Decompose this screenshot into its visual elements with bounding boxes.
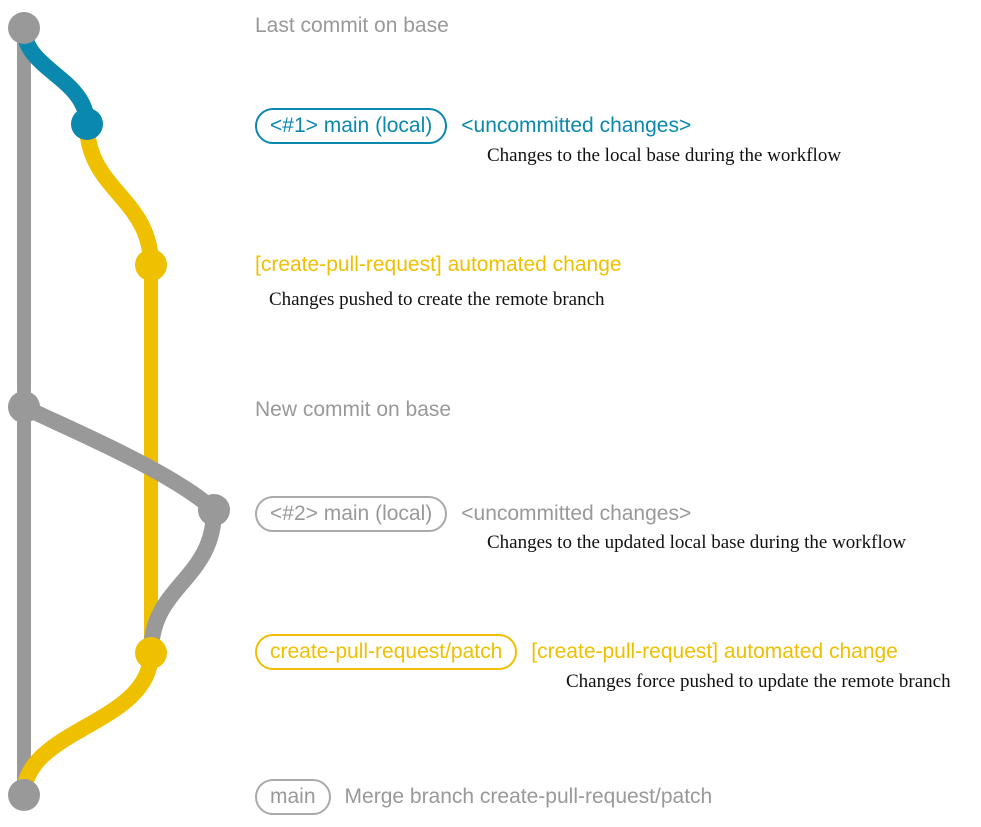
commit-subject-merge: Merge branch create-pull-request/patch: [344, 785, 713, 808]
edge-basenew-to-local2: [16, 399, 222, 518]
commit-row-local-1: <#1> main (local) <uncommitted changes>: [255, 108, 692, 145]
commit-subject-patch-1: [create-pull-request] automated change: [255, 253, 622, 276]
commit-node-local-2[interactable]: [198, 494, 230, 526]
commit-row-merge: main Merge branch create-pull-request/pa…: [255, 779, 713, 816]
commit-subject-base-head: Last commit on base: [255, 14, 449, 37]
edge-local1-to-patch1: [79, 116, 159, 273]
ref-badge-local-1[interactable]: <#1> main (local): [255, 108, 448, 145]
commit-node-patch-2[interactable]: [135, 637, 167, 669]
commit-row-local-2: <#2> main (local) <uncommitted changes>: [255, 496, 692, 533]
commit-node-local-1[interactable]: [71, 108, 103, 140]
commit-subject-base-new: New commit on base: [255, 398, 452, 421]
commit-subject-local-1: <uncommitted changes>: [461, 114, 692, 137]
commit-note-patch-1: Changes pushed to create the remote bran…: [269, 289, 605, 310]
commit-node-patch-1[interactable]: [135, 249, 167, 281]
commit-node-merge[interactable]: [8, 779, 40, 811]
ref-badge-patch-2[interactable]: create-pull-request/patch: [255, 634, 518, 671]
ref-badge-merge[interactable]: main: [255, 779, 331, 816]
commit-subject-local-2: <uncommitted changes>: [461, 502, 692, 525]
edge-local2-to-patch2: [143, 502, 222, 661]
commit-node-base-new[interactable]: [8, 391, 40, 423]
commit-note-local-2: Changes to the updated local base during…: [487, 532, 906, 553]
commit-note-local-1: Changes to the local base during the wor…: [487, 145, 842, 166]
commit-note-patch-2: Changes force pushed to update the remot…: [566, 671, 951, 692]
commit-row-patch-2: create-pull-request/patch [create-pull-r…: [255, 634, 898, 671]
edge-patch2-to-merge: [16, 645, 159, 803]
commit-node-base-head[interactable]: [8, 12, 40, 44]
ref-badge-local-2[interactable]: <#2> main (local): [255, 496, 448, 533]
commit-subject-patch-2: [create-pull-request] automated change: [531, 640, 898, 663]
